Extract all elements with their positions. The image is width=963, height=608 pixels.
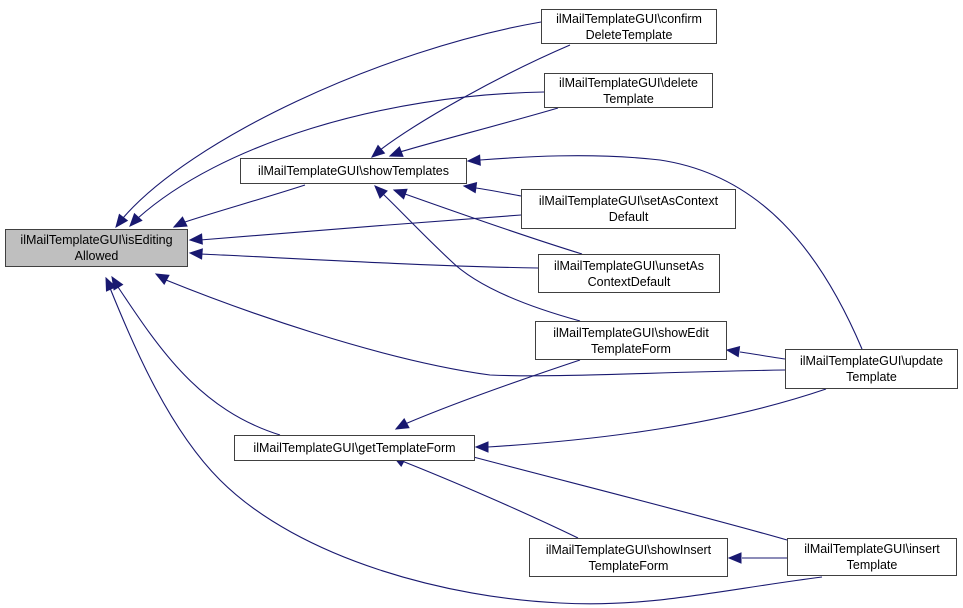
edge-insertTemplate-to-showInsertTemplateForm xyxy=(727,552,787,564)
edge-line xyxy=(487,388,827,448)
edge-updateTemplate-to-getTemplateForm xyxy=(474,388,827,453)
edge-line xyxy=(475,187,522,197)
edge-insertTemplate-to-getTemplateForm xyxy=(448,448,788,541)
node-label-line: Template xyxy=(603,91,654,106)
arrowhead-icon xyxy=(129,212,143,227)
arrowhead-icon xyxy=(474,441,489,453)
node-label-line: ilMailTemplateGUI\unsetAs xyxy=(553,258,705,273)
node-label-line: Template xyxy=(846,370,897,384)
node-label-line: Default xyxy=(608,210,649,224)
edge-setAsContextDefault-to-isEditingAllowed xyxy=(188,214,522,245)
edge-showEditTemplateForm-to-showTemplates xyxy=(374,185,581,322)
node-showTemplates[interactable]: ilMailTemplateGUI\showTemplates xyxy=(240,158,467,184)
arrowhead-icon xyxy=(727,552,742,564)
edge-updateTemplate-to-showTemplates xyxy=(466,154,863,350)
edge-deleteTemplate-to-showTemplates xyxy=(388,107,559,157)
edge-line xyxy=(137,91,545,219)
arrowhead-icon xyxy=(466,154,481,166)
node-label-line: ilMailTemplateGUI\showTemplates xyxy=(257,164,450,178)
edge-setAsContextDefault-to-showTemplates xyxy=(462,181,522,197)
edge-line xyxy=(739,351,786,360)
edge-line xyxy=(109,287,823,605)
edge-confirmDeleteTemplate-to-isEditingAllowed xyxy=(115,21,542,229)
node-label-line: TemplateForm xyxy=(591,341,671,356)
edge-unsetAsContextDefault-to-isEditingAllowed xyxy=(188,248,539,269)
edge-unsetAsContextDefault-to-showTemplates xyxy=(392,188,583,255)
edge-line xyxy=(165,279,786,377)
node-label-line: Template xyxy=(846,558,898,572)
node-label-line: Allowed xyxy=(74,249,119,263)
edge-line xyxy=(461,453,788,541)
edge-line xyxy=(117,286,281,436)
arrowhead-icon xyxy=(725,345,741,358)
arrowhead-icon xyxy=(394,418,410,430)
edge-showTemplates-to-isEditingAllowed xyxy=(172,184,306,228)
arrowhead-icon xyxy=(105,276,117,292)
arrowhead-icon xyxy=(371,144,386,158)
edge-line xyxy=(199,214,522,241)
edge-confirmDeleteTemplate-to-showTemplates xyxy=(371,44,571,158)
arrowhead-icon xyxy=(392,188,408,200)
edge-line xyxy=(122,21,542,219)
edge-line xyxy=(399,107,559,153)
edge-line xyxy=(404,193,583,255)
arrowhead-icon xyxy=(154,273,170,285)
node-label-line: DeleteTemplate xyxy=(585,27,673,42)
arrowhead-icon xyxy=(462,181,478,194)
arrowhead-icon xyxy=(374,185,388,199)
edge-line xyxy=(379,44,571,151)
edge-updateTemplate-to-showEditTemplateForm xyxy=(725,345,786,360)
node-label-line: ilMailTemplateGUI\showEdit xyxy=(553,325,709,340)
node-label-line: ilMailTemplateGUI\delete xyxy=(559,75,698,90)
edge-line xyxy=(184,184,306,223)
arrowhead-icon xyxy=(115,213,129,229)
edge-line xyxy=(401,460,579,539)
edge-getTemplateForm-to-isEditingAllowed xyxy=(111,275,281,436)
edge-showInsertTemplateForm-to-getTemplateForm xyxy=(391,455,579,539)
edge-line xyxy=(404,359,581,425)
node-label-line: ilMailTemplateGUI\showInsert xyxy=(545,542,712,557)
arrowhead-icon xyxy=(172,216,188,228)
node-label-line: ilMailTemplateGUI\getTemplateForm xyxy=(253,441,456,455)
edge-showEditTemplateForm-to-getTemplateForm xyxy=(394,359,581,430)
edge-insertTemplate-to-isEditingAllowed xyxy=(105,276,823,605)
node-label-line: ilMailTemplateGUI\update xyxy=(799,354,944,368)
edge-line xyxy=(199,253,539,269)
node-label-line: ilMailTemplateGUI\insert xyxy=(804,542,940,556)
node-label-line: ContextDefault xyxy=(587,274,671,289)
arrowhead-icon xyxy=(188,233,203,245)
arrowhead-icon xyxy=(188,248,203,260)
node-label-line: ilMailTemplateGUI\confirm xyxy=(556,11,702,26)
arrowhead-icon xyxy=(388,146,404,157)
node-getTemplateForm[interactable]: ilMailTemplateGUI\getTemplateForm xyxy=(234,435,475,461)
node-label-line: ilMailTemplateGUI\isEditing xyxy=(20,233,173,247)
node-label-line: ilMailTemplateGUI\setAsContext xyxy=(538,194,719,208)
edge-deleteTemplate-to-isEditingAllowed xyxy=(129,91,545,227)
node-label-line: TemplateForm xyxy=(588,558,669,573)
edge-line xyxy=(479,155,863,350)
edge-updateTemplate-to-isEditingAllowed xyxy=(154,273,786,377)
edge-line xyxy=(381,192,581,322)
